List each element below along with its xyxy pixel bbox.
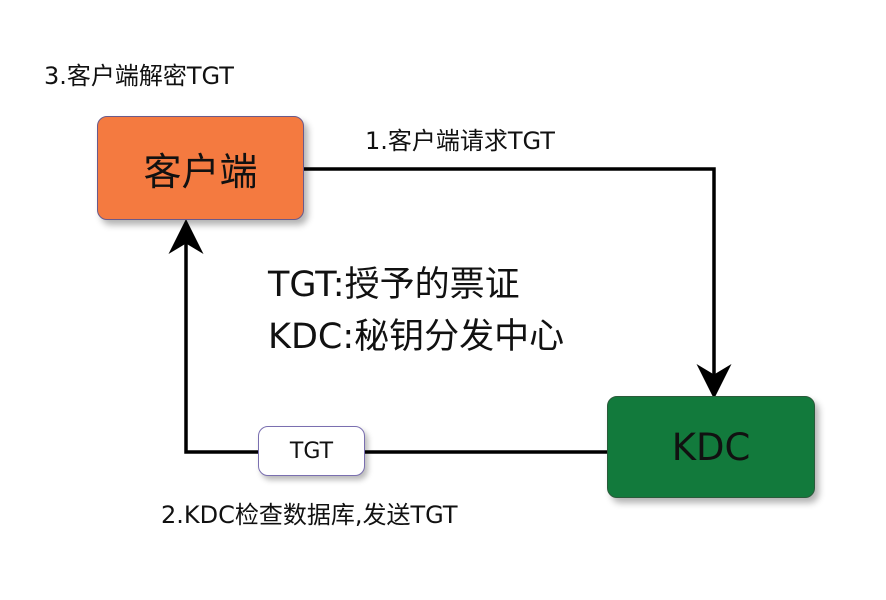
- client-node: 客户端: [97, 116, 304, 220]
- tgt-token-node: TGT: [258, 426, 365, 476]
- legend-tgt-definition: TGT:授予的票证: [268, 265, 520, 305]
- step2-label: 2.KDC检查数据库,发送TGT: [161, 501, 458, 529]
- step3-label: 3.客户端解密TGT: [44, 62, 234, 90]
- step1-label: 1.客户端请求TGT: [365, 127, 555, 155]
- response-connector: [168, 219, 607, 454]
- kdc-node: KDC: [607, 396, 815, 498]
- request-connector: [304, 167, 732, 399]
- legend-kdc-definition: KDC:秘钥分发中心: [268, 317, 565, 357]
